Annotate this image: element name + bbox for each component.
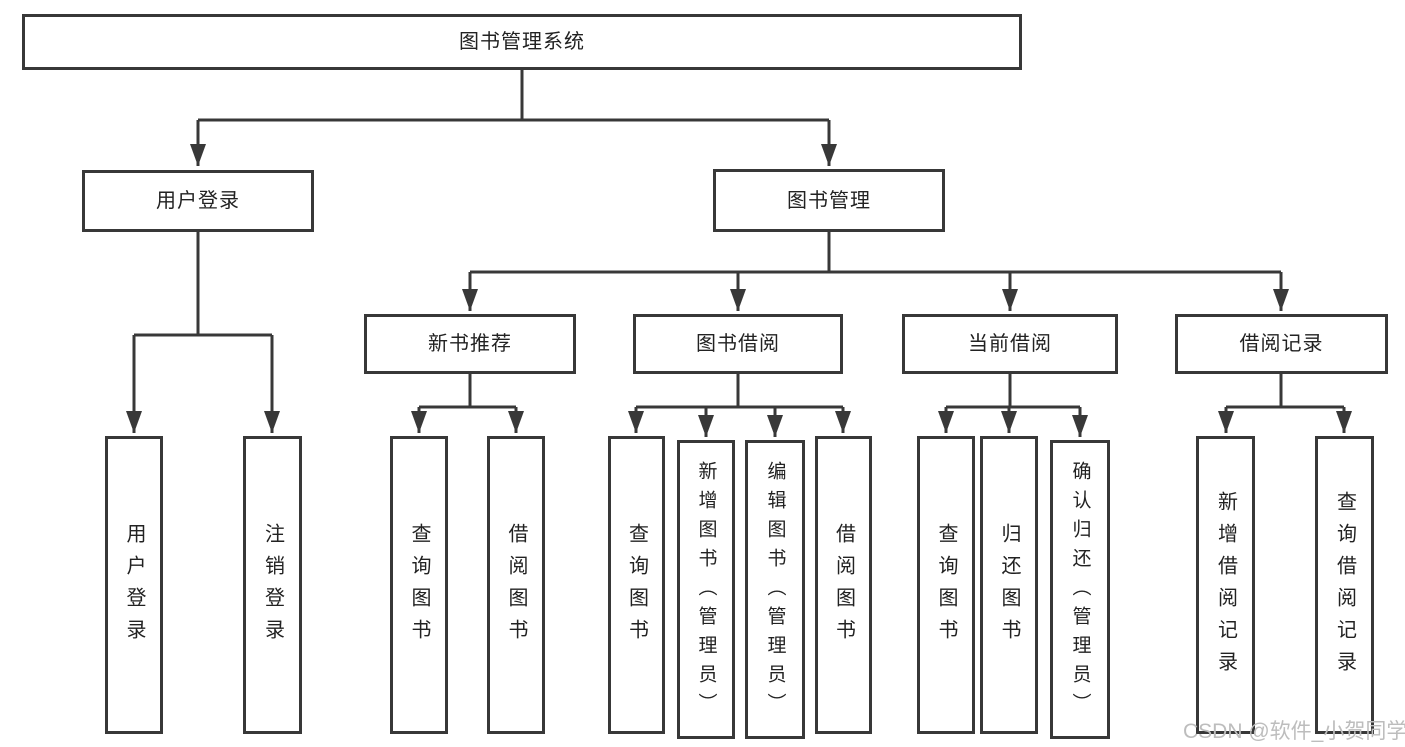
leaf-borrow-books-borrowing: 借阅图书 — [815, 436, 872, 734]
node-user-login: 用户登录 — [82, 170, 314, 232]
leaf-add-borrow-record: 新增借阅记录 — [1196, 436, 1255, 734]
leaf-edit-books-admin: 编辑图书（管理员） — [745, 440, 805, 739]
node-book-borrowing: 图书借阅 — [633, 314, 843, 374]
leaf-query-borrow-record: 查询借阅记录 — [1315, 436, 1374, 734]
node-current-borrowing: 当前借阅 — [902, 314, 1118, 374]
leaf-confirm-return-admin: 确认归还（管理员） — [1050, 440, 1110, 739]
leaf-logout-login: 注销登录 — [243, 436, 302, 734]
node-book-management: 图书管理 — [713, 169, 945, 232]
leaf-query-books-recommend: 查询图书 — [390, 436, 448, 734]
leaf-borrow-books-recommend: 借阅图书 — [487, 436, 545, 734]
leaf-return-books: 归还图书 — [980, 436, 1038, 734]
node-book-management-system: 图书管理系统 — [22, 14, 1022, 70]
leaf-query-books-borrowing: 查询图书 — [608, 436, 665, 734]
node-borrowing-records: 借阅记录 — [1175, 314, 1388, 374]
leaf-user-login: 用户登录 — [105, 436, 163, 734]
csdn-watermark: CSDN @软件_小贺同学 — [1183, 720, 1405, 743]
leaf-query-books-current: 查询图书 — [917, 436, 975, 734]
leaf-add-books-admin: 新增图书（管理员） — [677, 440, 735, 739]
node-new-book-recommend: 新书推荐 — [364, 314, 576, 374]
